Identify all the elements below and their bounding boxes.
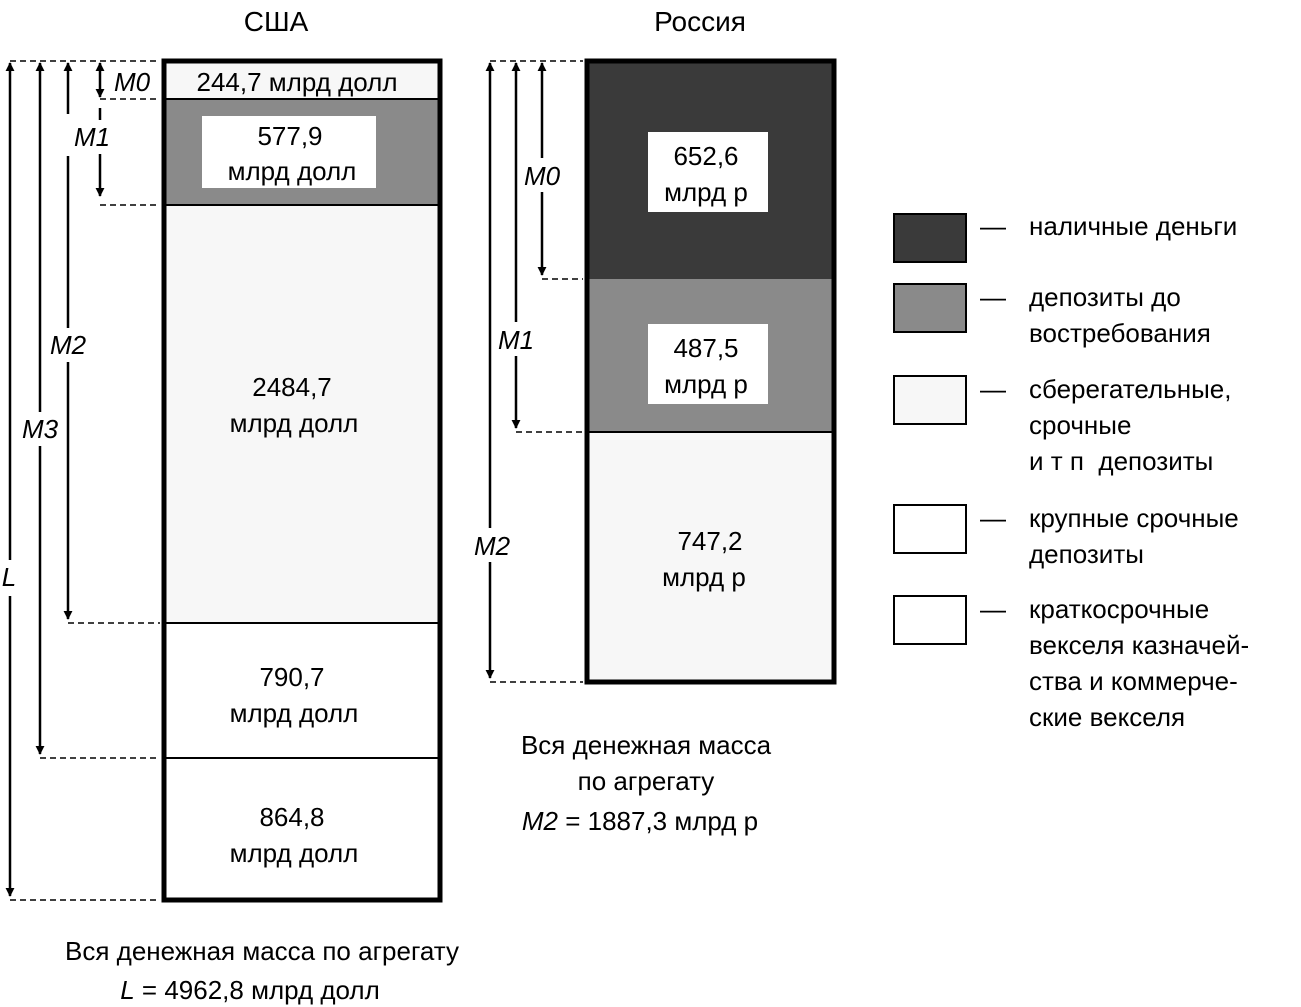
legend-dash: — [980, 503, 1006, 533]
legend-swatch-demand [893, 283, 967, 333]
legend-label-cash: наличные деньги [1029, 211, 1237, 241]
usa-block-large-time [164, 623, 440, 758]
russia-leader-lines [490, 60, 583, 683]
russia-column: 652,6 млрд р 487,5 млрд р 747,2 млрд р [584, 58, 837, 685]
russia-label-bg-demand [648, 324, 768, 404]
usa-block-demand-unit: млрд долл [228, 156, 357, 186]
russia-caption-line3: M2 = 1887,3 млрд р [522, 806, 758, 836]
usa-arrows [5, 62, 105, 897]
legend-label-demand: депозиты до [1029, 282, 1181, 312]
usa-block-savings [164, 205, 440, 623]
russia-arrows [485, 62, 547, 679]
usa-title: США [244, 6, 309, 37]
russia-arrow-m0-label: M0 [524, 161, 561, 191]
legend-label-bills: векселя казначей- [1029, 630, 1249, 660]
russia-caption-line2: по агрегату [578, 766, 715, 796]
usa-caption-var: L [120, 975, 134, 1005]
russia-m2-label-bg [466, 528, 516, 562]
usa-block-bills-value: 864,8 [259, 802, 324, 832]
usa-block-large-time-value: 790,7 [259, 662, 324, 692]
usa-l-label-bg [0, 560, 20, 596]
legend-label-bills: краткосрочные [1029, 594, 1209, 624]
usa-arrow-l-label: L [2, 562, 16, 592]
legend-label-savings: и т п депозиты [1029, 446, 1213, 476]
usa-m1-label-bg [66, 120, 120, 154]
usa-arrow-m2-label: M2 [50, 330, 87, 360]
legend-label-savings: срочные [1029, 410, 1131, 440]
russia-label-bg-cash [648, 132, 768, 212]
russia-m1-label-bg [492, 322, 542, 356]
legend-dash: — [980, 282, 1006, 312]
legend-swatch-large-time [893, 504, 967, 554]
russia-block-savings [587, 432, 834, 682]
russia-block-cash-unit: млрд р [664, 177, 748, 207]
russia-caption-var: M2 [522, 806, 559, 836]
usa-block-savings-value: 2484,7 [252, 372, 332, 402]
legend-dash: — [980, 374, 1006, 404]
russia-block-demand-unit: млрд р [664, 369, 748, 399]
usa-m3-label-bg [14, 412, 66, 446]
usa-arrow-m0-label: M0 [114, 67, 151, 97]
usa-block-demand-value: 577,9 [257, 121, 322, 151]
usa-column-border [161, 58, 443, 903]
usa-arrow-m3-label: M3 [22, 414, 59, 444]
legend-swatch-bills [893, 595, 967, 645]
legend-swatch-cash [893, 213, 967, 263]
russia-arrow-m1-label: M1 [498, 325, 534, 355]
legend: — — — — — наличные деньги депозиты до во… [893, 211, 1249, 732]
legend-dash: — [980, 211, 1006, 241]
usa-leader-lines [10, 60, 160, 901]
usa-caption-rest: = 4962,8 млрд долл [135, 975, 380, 1005]
russia-arrow-m2-label: M2 [474, 531, 511, 561]
russia-block-cash-value: 652,6 [673, 141, 738, 171]
russia-block-demand-value: 487,5 [673, 333, 738, 363]
legend-label-bills: ства и коммерче- [1029, 666, 1238, 696]
usa-block-cash [164, 61, 440, 99]
russia-caption-line1: Вся денежная масса [521, 730, 772, 760]
legend-label-demand: востребования [1029, 318, 1211, 348]
russia-block-savings-unit: млрд р [662, 562, 746, 592]
usa-block-bills [164, 758, 440, 900]
russia-column-border [584, 58, 837, 685]
legend-swatch-savings [893, 375, 967, 425]
usa-block-large-time-unit: млрд долл [230, 698, 359, 728]
legend-label-savings: сберегательные, [1029, 374, 1231, 404]
russia-title: Россия [654, 6, 746, 37]
usa-label-bg-demand [202, 116, 376, 188]
usa-arrow-m1-label: M1 [74, 122, 110, 152]
usa-block-bills-unit: млрд долл [230, 838, 359, 868]
usa-caption-line2: L = 4962,8 млрд долл [120, 975, 380, 1005]
russia-block-savings-value: 747,2 [677, 526, 742, 556]
usa-caption-line1: Вся денежная масса по агрегату [65, 936, 459, 966]
russia-m0-label-bg [518, 158, 568, 192]
russia-caption-rest: = 1887,3 млрд р [558, 806, 758, 836]
usa-block-savings-unit: млрд долл [230, 408, 359, 438]
legend-label-bills: ские векселя [1029, 702, 1185, 732]
legend-label-large-time: крупные срочные [1029, 503, 1239, 533]
usa-block-cash-value: 244,7 млрд долл [197, 67, 398, 97]
legend-dash: — [980, 594, 1006, 624]
usa-m0-label-bg [108, 66, 158, 96]
usa-m2-label-bg [42, 328, 94, 362]
legend-label-large-time: депозиты [1029, 539, 1144, 569]
usa-column: 244,7 млрд долл 577,9 млрд долл 2484,7 м… [161, 58, 443, 903]
